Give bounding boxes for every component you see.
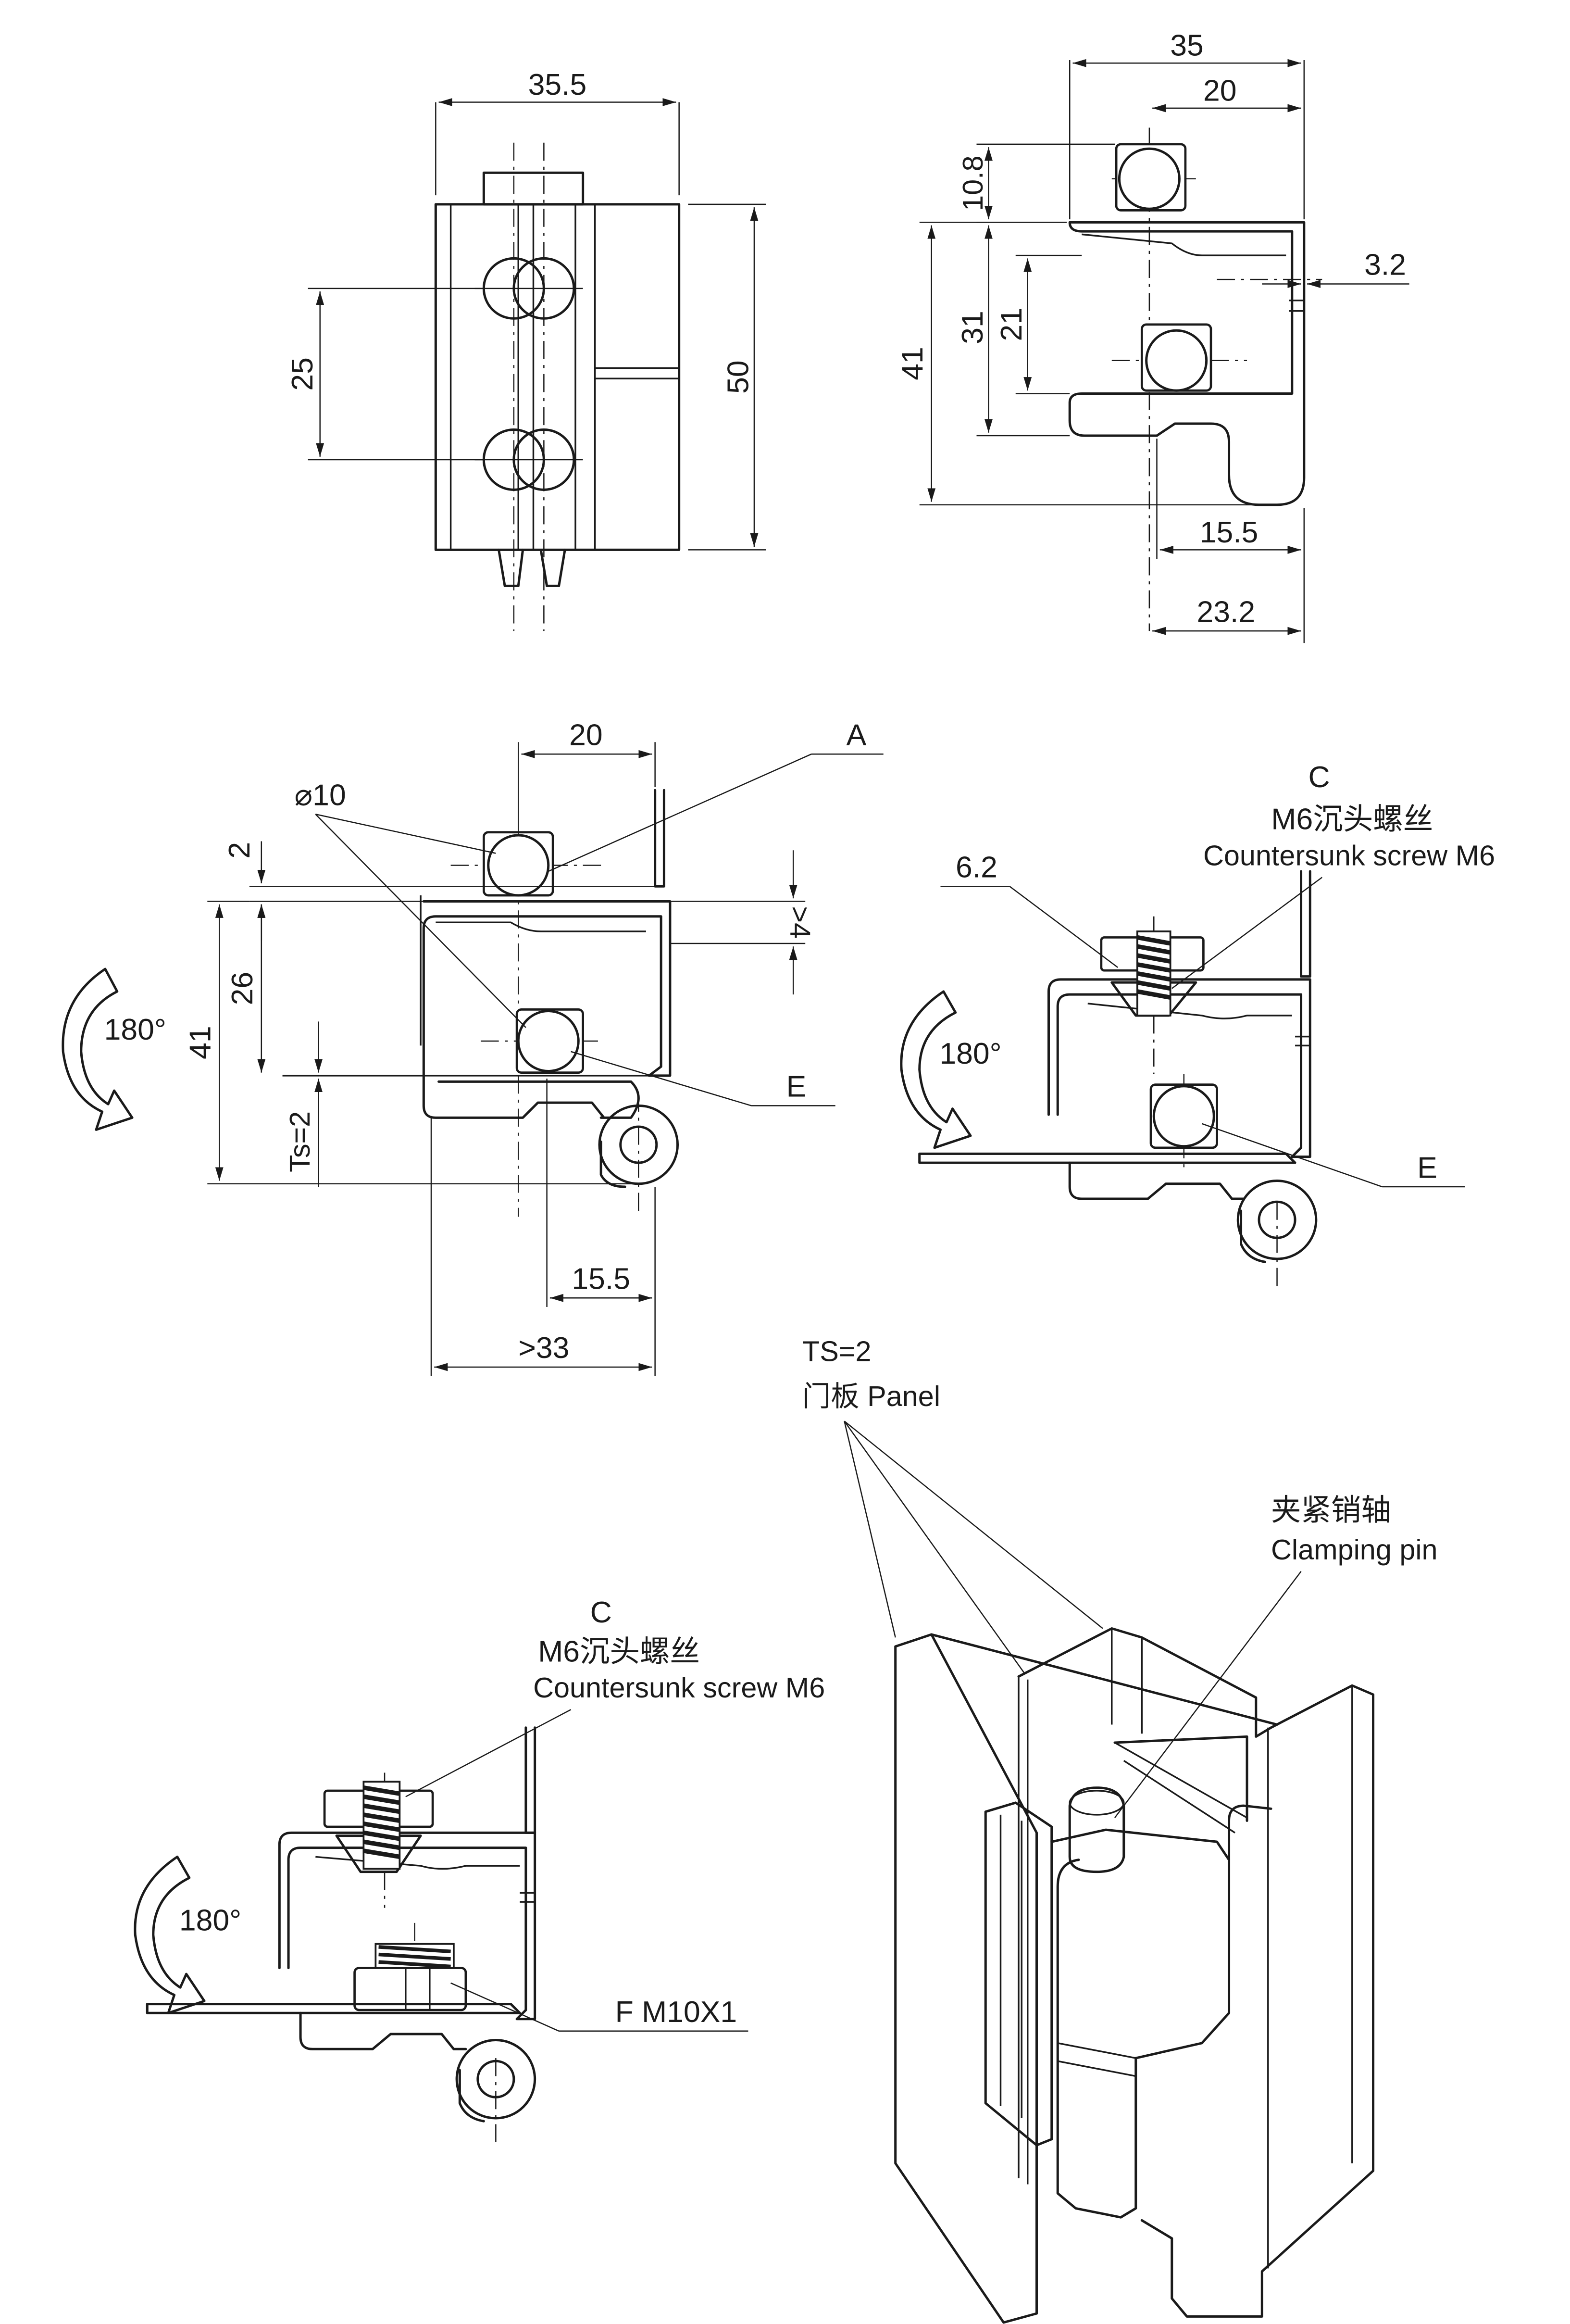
iso-panel-ts: TS=2 xyxy=(802,1335,872,1367)
mount-a-panel-thickness-label: Ts=2 xyxy=(284,1111,316,1172)
isometric-view: TS=2 门板 Panel 夹紧销轴 Clamping pin xyxy=(802,1335,1438,2324)
mount-a-gap-label: 2 xyxy=(223,842,256,859)
mount-a-callout-e: E xyxy=(786,1070,807,1104)
mount-c-screw-cn: M6沉头螺丝 xyxy=(1271,803,1433,836)
mount-a-callout-a: A xyxy=(847,718,867,752)
side-inner-height-label: 31 xyxy=(956,311,989,344)
mount-a-depth-label: 26 xyxy=(225,972,259,1005)
mount-c-callout-e: E xyxy=(1417,1151,1437,1184)
mount-a-diameter-label: ⌀10 xyxy=(295,779,346,812)
mount-c-screw-en: Countersunk screw M6 xyxy=(1203,839,1495,871)
front-view: 35.5 50 25 xyxy=(286,68,766,631)
front-hole-pitch-label: 25 xyxy=(286,357,319,391)
mount-f-screw-cn: M6沉头螺丝 xyxy=(538,1634,700,1668)
iso-panel-label: 门板 Panel xyxy=(802,1380,940,1412)
mount-a-min-width-label: >33 xyxy=(518,1331,569,1365)
mount-f-view: C M6沉头螺丝 Countersunk screw M6 F M10X1 18… xyxy=(134,1595,825,2148)
mount-f-screw-en: Countersunk screw M6 xyxy=(533,1671,825,1704)
side-wall-label: 3.2 xyxy=(1364,248,1406,282)
side-overall-width-label: 35 xyxy=(1170,29,1204,63)
mount-f-rotation-label: 180° xyxy=(179,1903,241,1937)
side-top-head-label: 10.8 xyxy=(957,155,989,211)
front-width-label: 35.5 xyxy=(528,68,587,101)
iso-pin-en: Clamping pin xyxy=(1271,1533,1438,1566)
iso-pin-cn: 夹紧销轴 xyxy=(1271,1494,1391,1527)
rotation-arrow-icon xyxy=(62,967,134,1131)
mount-c-head-label: 6.2 xyxy=(956,850,997,884)
mount-a-view: 20 A ⌀10 2 >4 26 41 Ts=2 E xyxy=(62,718,884,1376)
side-view: 35 20 10.8 3.2 41 31 21 15.5 23.2 xyxy=(896,29,1409,643)
side-bolt-offset-label: 20 xyxy=(1203,74,1237,107)
mount-a-height-label: 41 xyxy=(184,1026,217,1059)
mount-c-view: C M6沉头螺丝 Countersunk screw M6 6.2 E 180° xyxy=(900,760,1495,1292)
mount-c-callout-c: C xyxy=(1308,760,1330,794)
mount-c-rotation-label: 180° xyxy=(939,1037,1001,1070)
side-inner-gap-label: 21 xyxy=(995,308,1028,341)
side-overall-height-label: 41 xyxy=(896,347,929,380)
mount-f-nut-label: F M10X1 xyxy=(615,1995,737,2029)
front-height-label: 50 xyxy=(721,360,755,394)
mount-a-clearance-label: >4 xyxy=(784,906,816,939)
mount-f-callout-c: C xyxy=(590,1595,612,1629)
mount-a-rotation-label: 180° xyxy=(104,1013,166,1046)
rotation-arrow-icon xyxy=(134,1855,206,2014)
mount-a-pin-offset-label: 15.5 xyxy=(572,1262,630,1295)
rotation-arrow-icon xyxy=(900,990,972,1149)
side-pin-distance-label: 23.2 xyxy=(1196,595,1255,628)
side-pin-offset-label: 15.5 xyxy=(1200,515,1258,549)
mount-a-top-width-label: 20 xyxy=(569,718,603,752)
